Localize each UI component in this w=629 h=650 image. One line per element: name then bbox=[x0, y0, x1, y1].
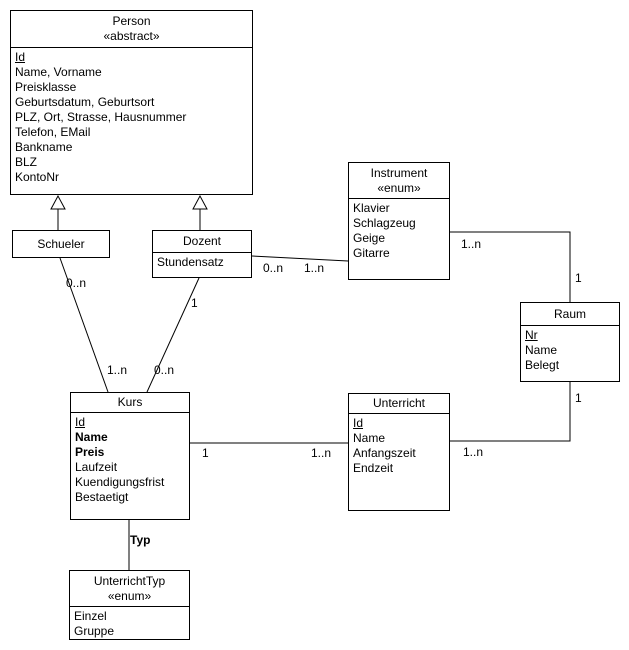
attribute: Name, Vorname bbox=[15, 65, 102, 79]
multiplicity-label: 1 bbox=[202, 446, 209, 460]
attribute: BLZ bbox=[15, 155, 38, 169]
attribute: Nr bbox=[525, 328, 538, 342]
multiplicity-label: 1..n bbox=[461, 237, 482, 251]
attribute: Klavier bbox=[353, 201, 390, 215]
attribute: Id bbox=[75, 415, 86, 429]
class-unterricht-name: Unterricht bbox=[372, 396, 425, 410]
class-schueler-name: Schueler bbox=[37, 236, 85, 251]
attribute: Name bbox=[75, 430, 108, 444]
multiplicity-label: 1 bbox=[191, 296, 198, 310]
association-schueler-kurs bbox=[59, 257, 109, 393]
multiplicity-label: 0..n bbox=[263, 261, 284, 275]
attribute: PLZ, Ort, Strasse, Hausnummer bbox=[15, 110, 187, 124]
attribute: Preis bbox=[75, 445, 105, 459]
multiplicity-label: 1..n bbox=[463, 445, 484, 459]
attribute: Einzel bbox=[74, 609, 107, 623]
multiplicity-label: 0..n bbox=[154, 363, 175, 377]
attribute: Kuendigungsfrist bbox=[75, 475, 165, 489]
association-dozent-kurs bbox=[146, 277, 200, 393]
attribute: Gruppe bbox=[74, 624, 115, 638]
class-unterrichttyp-stereotype: «enum» bbox=[107, 588, 152, 603]
attribute: Stundensatz bbox=[157, 255, 224, 269]
class-unterrichttyp: UnterrichtTyp «enum» Einzel Gruppe bbox=[69, 570, 190, 640]
class-person-stereotype: «abstract» bbox=[103, 29, 160, 43]
class-person: Person «abstract» Id Name, Vorname Preis… bbox=[10, 10, 253, 195]
attribute: Bestaetigt bbox=[75, 490, 129, 504]
class-instrument-stereotype: «enum» bbox=[377, 180, 421, 195]
attribute: Id bbox=[15, 50, 26, 64]
attribute: Name bbox=[525, 343, 558, 357]
multiplicity-label: 1..n bbox=[304, 261, 325, 275]
class-instrument: Instrument «enum» Klavier Schlagzeug Gei… bbox=[348, 162, 450, 280]
class-schueler: Schueler bbox=[12, 230, 110, 258]
class-instrument-name: Instrument bbox=[370, 165, 428, 180]
attribute: Endzeit bbox=[353, 461, 394, 475]
class-person-name: Person bbox=[112, 14, 151, 28]
generalization-dozent-person bbox=[192, 194, 208, 230]
class-dozent-name: Dozent bbox=[182, 234, 222, 248]
attribute: Preisklasse bbox=[15, 80, 77, 94]
class-dozent: Dozent Stundensatz bbox=[152, 230, 252, 278]
attribute: Telefon, EMail bbox=[15, 125, 91, 139]
class-raum-name: Raum bbox=[553, 306, 586, 321]
association-instrument-raum bbox=[450, 231, 571, 302]
class-kurs: Kurs Id Name Preis Laufzeit Kuendigungsf… bbox=[70, 392, 190, 520]
attribute: Geige bbox=[353, 231, 386, 245]
generalization-schueler-person bbox=[50, 194, 66, 230]
attribute: Gitarre bbox=[353, 246, 390, 260]
class-kurs-name: Kurs bbox=[117, 395, 143, 409]
attribute: Anfangszeit bbox=[353, 446, 416, 460]
attribute: KontoNr bbox=[15, 170, 60, 184]
multiplicity-label: 0..n bbox=[66, 276, 87, 290]
class-unterrichttyp-name: UnterrichtTyp bbox=[93, 573, 166, 588]
attribute: Geburtsdatum, Geburtsort bbox=[15, 95, 155, 109]
multiplicity-label: 1 bbox=[575, 271, 582, 285]
attribute: Schlagzeug bbox=[353, 216, 416, 230]
attribute: Name bbox=[353, 431, 386, 445]
attribute: Laufzeit bbox=[75, 460, 118, 474]
role-label-typ: Typ bbox=[130, 533, 151, 547]
multiplicity-label: 1..n bbox=[311, 446, 332, 460]
multiplicity-label: 1 bbox=[575, 391, 582, 405]
attribute: Bankname bbox=[15, 140, 73, 154]
class-raum: Raum Nr Name Belegt bbox=[520, 302, 620, 382]
multiplicity-label: 1..n bbox=[107, 363, 128, 377]
association-dozent-instrument bbox=[251, 255, 349, 262]
attribute: Id bbox=[353, 416, 364, 430]
class-unterricht: Unterricht Id Name Anfangszeit Endzeit bbox=[348, 393, 450, 511]
association-raum-unterricht bbox=[450, 382, 571, 442]
attribute: Belegt bbox=[525, 358, 560, 372]
